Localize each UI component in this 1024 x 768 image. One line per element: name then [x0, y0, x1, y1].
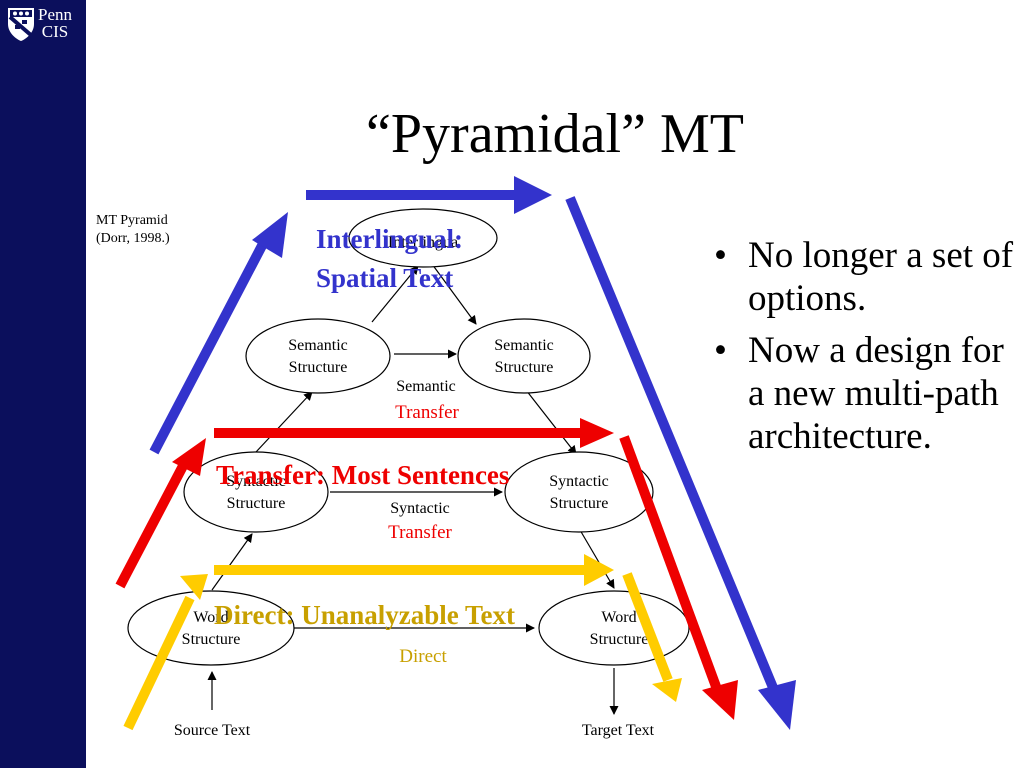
direct-down-path: [622, 572, 673, 682]
syntactic-target-label-2: Structure: [550, 495, 609, 512]
interlingual-path-label-2: Spatial Text: [316, 263, 453, 293]
bullet-list: • No longer a set of options. • Now a de…: [712, 234, 1017, 467]
interlingua-node: [348, 208, 498, 268]
bullet-text: No longer a set of options.: [748, 235, 1014, 319]
interlingual-across-arrowhead: [514, 176, 552, 214]
semantic-target-label-2: Structure: [495, 359, 554, 376]
syntactic-to-word-arrow: [579, 529, 615, 589]
interlingua-label: Interlingua: [388, 234, 458, 251]
semantic-structure-source-node: [245, 318, 391, 394]
interlingual-up-arrowhead: [252, 212, 288, 258]
logo-line-2: CIS: [41, 22, 69, 41]
word-to-syntactic-arrow: [211, 533, 253, 591]
semantic-to-syntactic-arrow: [525, 389, 577, 455]
syntactic-structure-target-node: [504, 451, 654, 533]
bullet-item: • Now a design for a new multi-path arch…: [712, 329, 1017, 458]
direct-label: Direct: [399, 646, 447, 667]
semantic-to-interlingua-arrow: [371, 265, 419, 323]
direct-path-label: Direct: Unanalyzable Text: [214, 600, 515, 630]
word-target-label-2: Structure: [590, 631, 649, 648]
syntactic-structure-source-node: [183, 451, 329, 533]
semantic-source-label-2: Structure: [289, 359, 348, 376]
syntactic-source-label-2: Structure: [227, 495, 286, 512]
transfer-path-label: Transfer: Most Sentences: [216, 460, 509, 490]
interlingual-down-path: [565, 196, 779, 692]
word-target-label-1: Word: [601, 609, 636, 626]
direct-up-arrowhead: [180, 574, 208, 600]
bullet-item: • No longer a set of options.: [712, 234, 1017, 320]
semantic-transfer-label-1: Semantic: [396, 378, 456, 395]
interlingual-down-arrowhead: [758, 680, 796, 730]
penn-shield-icon: [8, 8, 34, 41]
logo-line-1: Penn: [38, 5, 72, 24]
interlingual-path-label-1: Interlingual:: [316, 224, 463, 254]
direct-up-path: [123, 595, 195, 731]
syntactic-source-label-1: Syntactic: [226, 473, 286, 490]
word-source-label-1: Word: [193, 609, 228, 626]
semantic-transfer-label-2: Transfer: [395, 402, 459, 423]
figure-caption: MT Pyramid (Dorr, 1998.): [96, 212, 170, 248]
word-structure-target-node: [538, 590, 690, 666]
penn-cis-logo: Penn CIS: [4, 4, 86, 44]
bullet-marker: •: [714, 235, 727, 276]
sidebar-band: Penn CIS: [0, 0, 86, 768]
transfer-up-path: [115, 461, 189, 589]
caption-line-2: (Dorr, 1998.): [96, 231, 170, 246]
pyramid-edges: [207, 263, 619, 715]
word-source-label-2: Structure: [182, 631, 241, 648]
caption-line-1: MT Pyramid: [96, 213, 168, 228]
source-text-label: Source Text: [174, 722, 251, 739]
semantic-source-label-1: Semantic: [288, 337, 348, 354]
semantic-structure-target-node: [457, 318, 591, 394]
syntactic-to-semantic-arrow: [255, 391, 313, 453]
interlingua-to-semantic-arrow: [431, 263, 477, 325]
bullet-text: Now a design for a new multi-path archit…: [748, 330, 1004, 457]
syntactic-transfer-label-1: Syntactic: [390, 500, 450, 517]
slide-title: “Pyramidal” MT: [366, 103, 744, 165]
syntactic-target-label-1: Syntactic: [549, 473, 609, 490]
direct-across-arrowhead: [584, 554, 614, 586]
direct-down-arrowhead: [652, 678, 682, 702]
transfer-across-arrowhead: [580, 418, 614, 448]
transfer-up-arrowhead: [172, 438, 206, 476]
target-text-label: Target Text: [582, 722, 655, 739]
transfer-down-path: [619, 435, 723, 694]
transfer-down-arrowhead: [702, 680, 738, 720]
semantic-target-label-1: Semantic: [494, 337, 554, 354]
bullet-marker: •: [714, 330, 727, 371]
interlingual-up-path: [149, 235, 271, 455]
syntactic-transfer-label-2: Transfer: [388, 522, 452, 543]
